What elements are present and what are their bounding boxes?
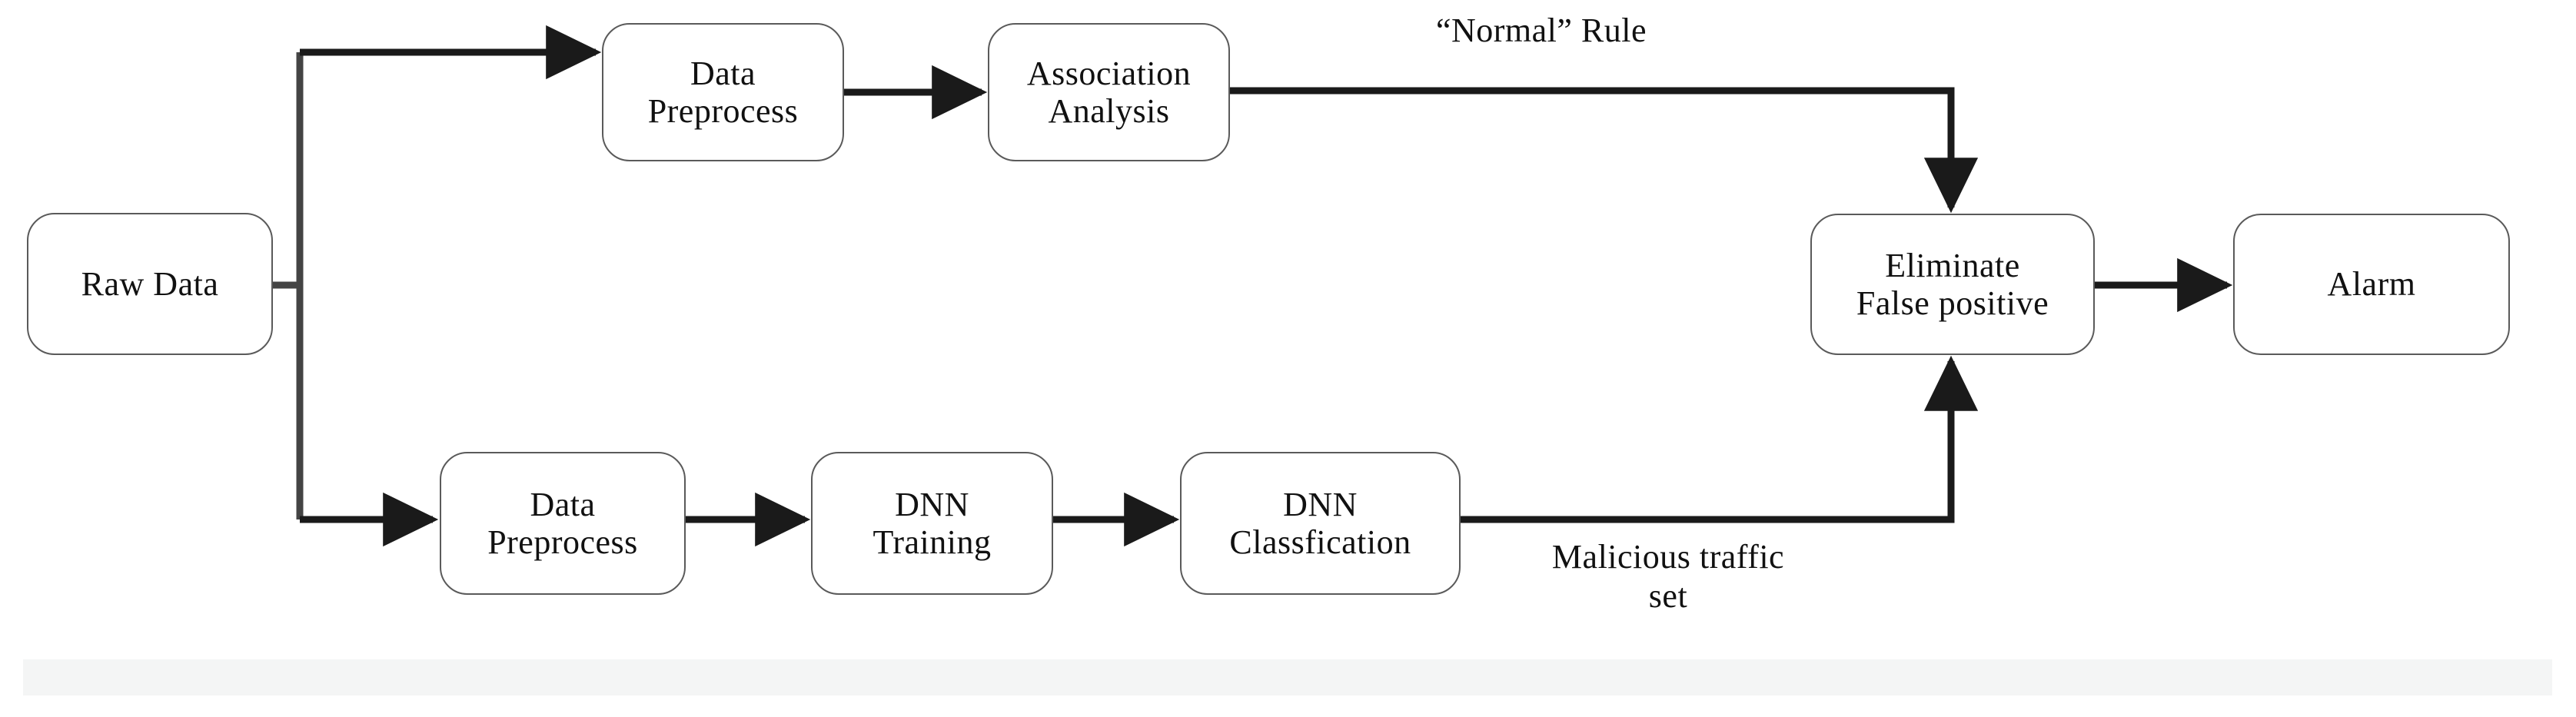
- node-data-preprocess-top-line-2: Preprocess: [647, 92, 799, 130]
- edge-label-malicious-traffic-set: Malicious traffic set: [1507, 538, 1830, 616]
- node-alarm-line-1: Alarm: [2327, 265, 2416, 304]
- footer-strip: [23, 659, 2552, 695]
- node-data-preprocess-top[interactable]: Data Preprocess: [602, 23, 844, 161]
- edge-label-normal-rule-text: “Normal” Rule: [1435, 12, 1647, 49]
- node-eliminate-false-positive-line-1: Eliminate: [1885, 246, 2020, 284]
- node-dnn-classfication-line-1: DNN: [1283, 485, 1358, 523]
- node-dnn-training[interactable]: DNN Training: [811, 452, 1053, 595]
- edge-classfication-to-eliminate: [1461, 355, 1979, 523]
- node-raw-data[interactable]: Raw Data: [27, 213, 273, 355]
- node-eliminate-false-positive-line-2: False positive: [1856, 284, 2049, 322]
- edge-label-malicious-traffic-set-line-2: set: [1648, 576, 1688, 615]
- node-association-analysis-line-1: Association: [1026, 54, 1192, 92]
- node-eliminate-false-positive[interactable]: Eliminate False positive: [1810, 214, 2095, 355]
- node-association-analysis[interactable]: Association Analysis: [988, 23, 1230, 161]
- node-dnn-training-line-2: Training: [873, 523, 992, 561]
- node-data-preprocess-bottom[interactable]: Data Preprocess: [440, 452, 686, 595]
- node-alarm[interactable]: Alarm: [2233, 214, 2510, 355]
- edge-label-malicious-traffic-set-line-1: Malicious traffic: [1551, 538, 1785, 576]
- node-association-analysis-line-2: Analysis: [1048, 92, 1170, 130]
- node-dnn-classfication[interactable]: DNN Classfication: [1180, 452, 1461, 595]
- node-dnn-classfication-line-2: Classfication: [1229, 523, 1411, 561]
- node-raw-data-line-1: Raw Data: [81, 264, 219, 303]
- node-data-preprocess-bottom-line-1: Data: [530, 485, 596, 523]
- node-data-preprocess-top-line-1: Data: [690, 54, 756, 92]
- edge-label-normal-rule: “Normal” Rule: [1364, 12, 1718, 51]
- edge-association-to-eliminate: [1230, 87, 1979, 214]
- node-dnn-training-line-1: DNN: [895, 485, 969, 523]
- node-data-preprocess-bottom-line-2: Preprocess: [487, 523, 638, 561]
